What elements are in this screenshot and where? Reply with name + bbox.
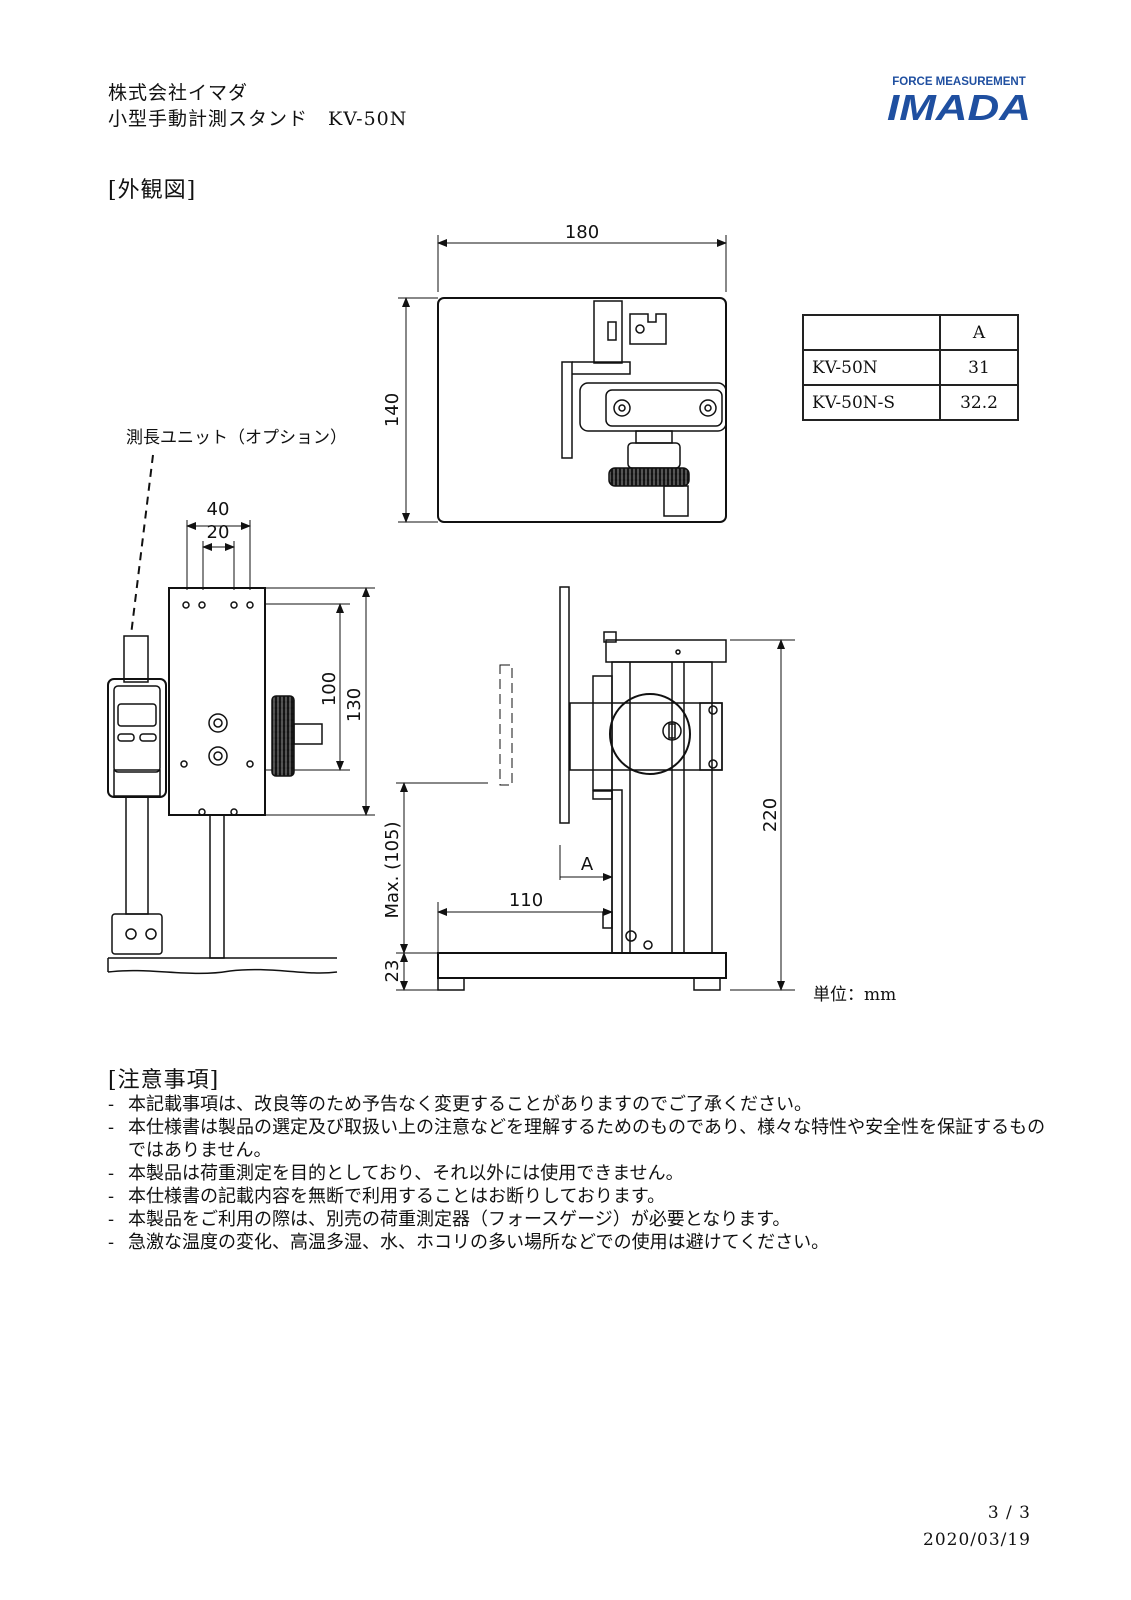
dim-130: 130 [344,688,365,722]
table-row: KV-50N 31 [802,349,1019,386]
logo-name: IMADA [887,87,1031,124]
table-cell-a: 31 [939,349,1019,386]
dim-40: 40 [207,499,230,520]
base-plate-top [437,297,727,523]
table-header-row: A [802,314,1019,351]
slider-plate-front [168,587,266,816]
dim-max-105: Max. (105) [382,821,403,918]
front-view: 40 20 100 130 [107,499,375,975]
dim-100: 100 [319,672,340,706]
logo-tagline: FORCE MEASUREMENT [892,76,1026,88]
list-item: 本製品をご利用の際は、別売の荷重測定器（フォースゲージ）が必要となります。 [108,1208,1048,1231]
list-item: 急激な温度の変化、高温多湿、水、ホコリの多い場所などでの使用は避けてください。 [108,1231,1048,1254]
list-item: 本記載事項は、改良等のため予告なく変更することがありますのでご了承ください。 [108,1093,1048,1116]
dim-110: 110 [509,890,543,911]
table-row: KV-50N-S 32.2 [802,384,1019,421]
outline-section-title: [外観図] [108,178,197,203]
imada-logo: FORCE MEASUREMENT IMADA [887,76,1031,124]
units-label: 単位：mm [813,985,896,1005]
list-item: 本仕様書の記載内容を無断で利用することはお断りしております。 [108,1185,1048,1208]
dial-knob-side [609,693,691,775]
outline-drawing: 180 140 測長ユニット（オプション） 40 20 [107,222,896,1005]
list-item: 本仕様書は製品の選定及び取扱い上の注意などを理解するためのものであり、様々な特性… [108,1116,1048,1162]
dim-width-top: 180 [565,222,599,243]
callout-leader [130,454,154,636]
notes-list: 本記載事項は、改良等のため予告なく変更することがありますのでご了承ください。 本… [108,1093,1048,1254]
column-plate-top [561,361,573,459]
product-title: 小型手動計測スタンド KV-50N [108,108,408,130]
top-view: 180 140 [382,222,727,523]
dim-a: A [581,854,594,875]
model-dimension-table: A KV-50N 31 KV-50N-S 32.2 [802,314,1019,421]
clamp-block [111,913,163,955]
column-side [559,586,570,824]
notes-section-title: [注意事項] [108,1068,220,1093]
document-date: 2020/03/19 [923,1530,1031,1550]
dim-220: 220 [760,798,781,832]
table-cell-model: KV-50N [802,349,941,386]
table-header-a: A [939,314,1019,351]
measuring-unit-body [107,678,167,798]
list-item: 本製品は荷重測定を目的としており、それ以外には使用できません。 [108,1162,1048,1185]
company-name: 株式会社イマダ [108,82,249,104]
top-cap-side [605,639,727,663]
measuring-unit-spindle [123,635,149,683]
table-cell-model: KV-50N-S [802,384,941,421]
table-cell-a: 32.2 [939,384,1019,421]
page-number: 3 / 3 [987,1503,1031,1523]
gauge-holder-top [593,300,623,364]
callout-measuring-unit: 測長ユニット（オプション） [126,428,347,448]
dim-23: 23 [382,960,403,983]
table-header-blank [802,314,941,351]
side-view: Max. (105) 23 A 110 220 [382,586,795,991]
dim-depth-top: 140 [382,393,403,427]
dim-20: 20 [207,522,230,543]
base-side [437,952,727,979]
